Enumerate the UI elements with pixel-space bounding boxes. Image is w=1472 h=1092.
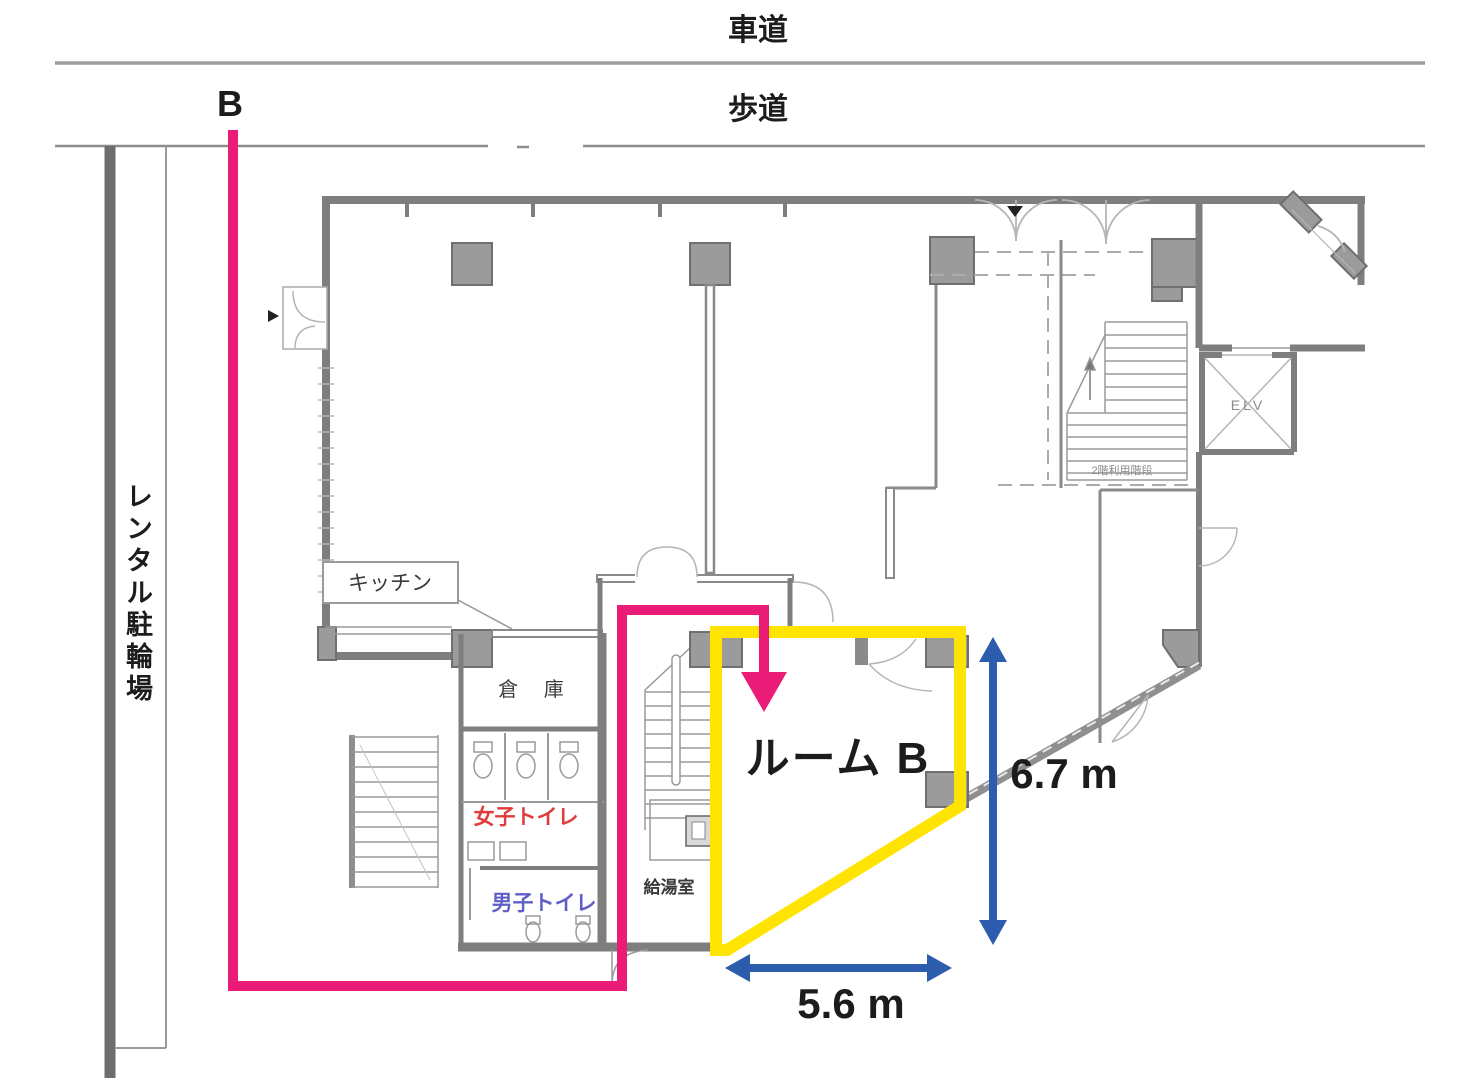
- center-block: 給湯室: [596, 546, 834, 986]
- building: キッチン 倉 庫 女子トイレ 男子トイレ: [268, 190, 1369, 986]
- hall-wall-lower: [885, 487, 895, 579]
- entrance: [885, 199, 1190, 579]
- entrance-arrow-icon: [1007, 206, 1023, 217]
- room-b-highlight: ルーム B: [710, 626, 966, 956]
- hall-wall: [886, 285, 938, 490]
- route-arrowhead-icon: [741, 672, 787, 712]
- corner-wall-block: [1329, 241, 1369, 281]
- left-entry-recess: [282, 286, 328, 350]
- dimensions: 6.7 m 5.6 m: [725, 637, 1118, 1027]
- womens-toilet-label: 女子トイレ: [474, 805, 579, 829]
- wc-fixture-inner: [691, 821, 706, 840]
- room-b-label: ルーム B: [746, 734, 931, 783]
- parking-label: レンタル駐輪場: [122, 482, 153, 706]
- kitchen-counter: [325, 565, 513, 635]
- kitchenette-label: 給湯室: [644, 877, 695, 897]
- vestibule-door-arc: [792, 581, 834, 623]
- column: [689, 242, 731, 286]
- top-wall-ticks: [405, 204, 787, 217]
- left-entry-door-arcs: [292, 290, 326, 349]
- column-step: [1151, 286, 1183, 302]
- access-route: B: [217, 83, 787, 991]
- diagonal-wall: [960, 661, 1202, 804]
- outdoor-stairs: [349, 735, 439, 888]
- entrance-door-arcs-2: [1061, 199, 1151, 245]
- central-stairs: [644, 647, 713, 830]
- angled-column: [1162, 629, 1200, 668]
- kitchen-label: キッチン: [348, 572, 432, 595]
- elevator-label: ELV: [1231, 397, 1265, 413]
- arrow-down-icon: [979, 920, 1007, 945]
- urinals: [525, 915, 591, 943]
- door-jamb: [855, 634, 868, 665]
- stairs-2f-label: 2階利用階段: [1091, 463, 1152, 477]
- door-opening: [635, 572, 697, 584]
- column: [451, 629, 493, 668]
- arrow-up-icon: [979, 637, 1007, 662]
- corner-door-arc: [1317, 225, 1346, 253]
- toilet-fixtures: [473, 741, 579, 779]
- interior-wall: [704, 283, 716, 575]
- elevator-walls: [1199, 352, 1297, 455]
- elevator-cross: [1204, 357, 1292, 450]
- column: [451, 242, 493, 286]
- storage-top-wall: [491, 629, 603, 638]
- route-entry-label: B: [217, 83, 243, 124]
- room-b-door-arcs: [868, 638, 933, 692]
- corner-column: [317, 626, 337, 661]
- corner-wall-block: [1279, 190, 1323, 234]
- corner-diagonal-thin: [1291, 209, 1356, 274]
- corner-room: [1195, 190, 1369, 352]
- room-b-outline: [710, 626, 966, 956]
- height-dimension-label: 6.7 m: [1010, 750, 1117, 797]
- mens-toilet-label: 男子トイレ: [492, 892, 597, 915]
- arrow-left-icon: [725, 954, 750, 982]
- stall-dividers: [504, 733, 549, 800]
- door-arc-diagonal: [1111, 694, 1149, 743]
- diagonal-wall-hatch: [962, 661, 1200, 799]
- double-door-arcs: [636, 546, 698, 578]
- column: [1151, 238, 1199, 288]
- sidewalk-label: 歩道: [728, 93, 788, 126]
- elevator-shaft: ELV: [1199, 352, 1297, 455]
- roads: 車道 歩道: [55, 14, 1425, 149]
- left-entry-arrow-icon: [268, 310, 279, 322]
- roadway-label: 車道: [728, 14, 788, 47]
- right-lower-walls: [960, 452, 1238, 804]
- toilet-block: 倉 庫 女子トイレ 男子トイレ: [458, 633, 716, 952]
- route-path: [228, 130, 769, 991]
- sidewalk-edge-line: [55, 144, 1425, 149]
- arrow-right-icon: [927, 954, 952, 982]
- sink-counter: [467, 841, 527, 861]
- kitchen-label-box: [322, 561, 459, 604]
- kitchen-area: キッチン: [322, 561, 513, 635]
- rental-parking-strip: レンタル駐輪場: [104, 146, 167, 1078]
- column: [929, 236, 975, 285]
- storage-label: 倉 庫: [498, 678, 574, 701]
- door-arc-right: [1198, 527, 1238, 567]
- stairs-to-2f: [1066, 321, 1188, 481]
- width-dimension-label: 5.6 m: [797, 980, 904, 1027]
